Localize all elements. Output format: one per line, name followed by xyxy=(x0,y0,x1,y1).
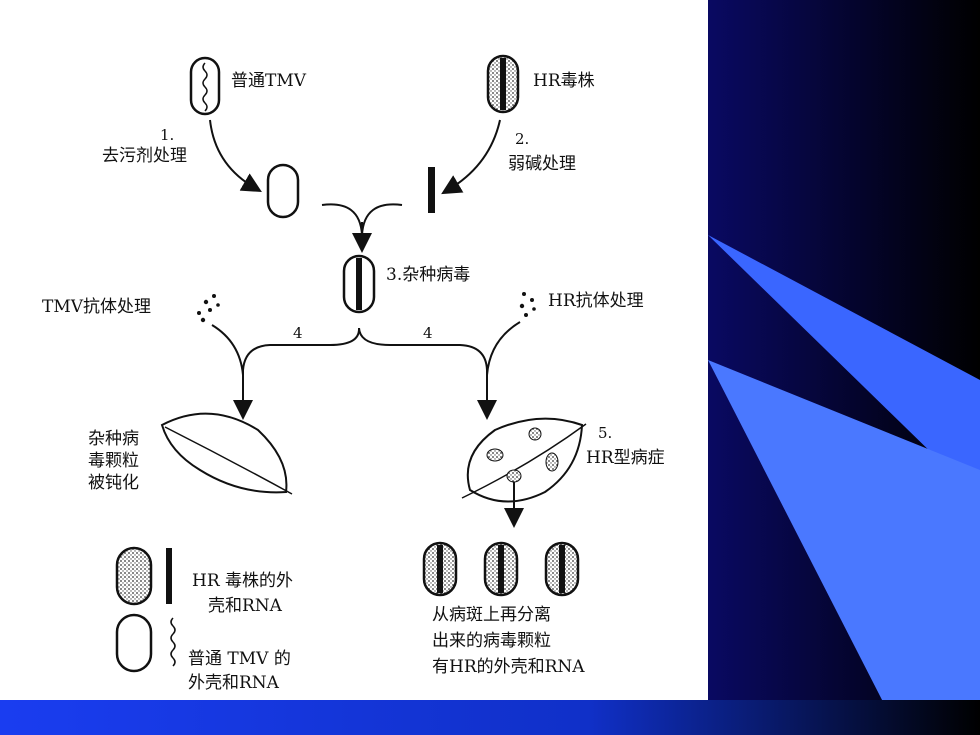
label-passivated-2: 毒颗粒 xyxy=(88,451,139,471)
label-tmv-antibody: TMV抗体处理 xyxy=(42,297,152,317)
isolated-line3: 有HR的外壳和RNA xyxy=(432,657,585,677)
legend-hr-line2: 壳和RNA xyxy=(208,596,282,616)
label-branch-right: 4 xyxy=(423,324,433,342)
legend-tmv-line2: 外壳和RNA xyxy=(188,673,279,693)
hr-antibody-dots xyxy=(519,292,536,317)
label-normal-tmv: 普通TMV xyxy=(231,71,307,91)
legend-hr-line1: HR 毒株的外 xyxy=(192,571,294,591)
label-step2-text: 弱碱处理 xyxy=(508,154,576,174)
label-step5-num: 5. xyxy=(598,424,613,442)
arrow-step1 xyxy=(209,119,262,192)
label-hr-antibody: HR抗体处理 xyxy=(548,291,644,311)
hr-rna-bar xyxy=(428,167,435,213)
legend-hr-particle xyxy=(115,546,172,606)
leaf-left xyxy=(160,412,293,495)
label-branch-left: 4 xyxy=(293,324,303,342)
hr-strain-particle xyxy=(486,54,520,114)
hr-antibody-arrow xyxy=(486,321,521,376)
tmv-antibody-arrow xyxy=(211,324,244,376)
leaf-right xyxy=(461,417,587,503)
bottom-bar xyxy=(0,700,980,735)
normal-tmv-particle xyxy=(189,56,221,116)
label-step2-num: 2. xyxy=(515,130,530,148)
label-step5-text: HR型病症 xyxy=(586,448,665,468)
label-passivated-1: 杂种病 xyxy=(88,429,139,449)
arrow-step2 xyxy=(441,119,501,195)
label-hr-strain: HR毒株 xyxy=(533,71,595,91)
label-passivated-3: 被钝化 xyxy=(88,473,139,493)
legend-tmv-line1: 普通 TMV 的 xyxy=(188,649,291,669)
blue-wedge-upper xyxy=(708,235,980,500)
branch-right xyxy=(358,327,497,420)
tmv-experiment-diagram xyxy=(115,54,587,673)
legend-tmv-particle xyxy=(115,613,176,673)
isolated-line2: 出来的病毒颗粒 xyxy=(432,631,551,651)
label-step1-num: 1. xyxy=(160,126,175,144)
tmv-antibody-dots xyxy=(197,294,220,323)
branch-left xyxy=(233,327,361,420)
label-step3: 3.杂种病毒 xyxy=(386,265,471,285)
merge-curve xyxy=(321,203,363,236)
isolated-particles xyxy=(422,541,580,597)
hybrid-virus-particle xyxy=(342,254,376,314)
label-step1-text: 去污剂处理 xyxy=(102,146,187,166)
isolated-line1: 从病斑上再分离 xyxy=(432,605,551,625)
empty-capsid xyxy=(266,163,300,219)
blue-wedge-lower xyxy=(708,360,980,735)
